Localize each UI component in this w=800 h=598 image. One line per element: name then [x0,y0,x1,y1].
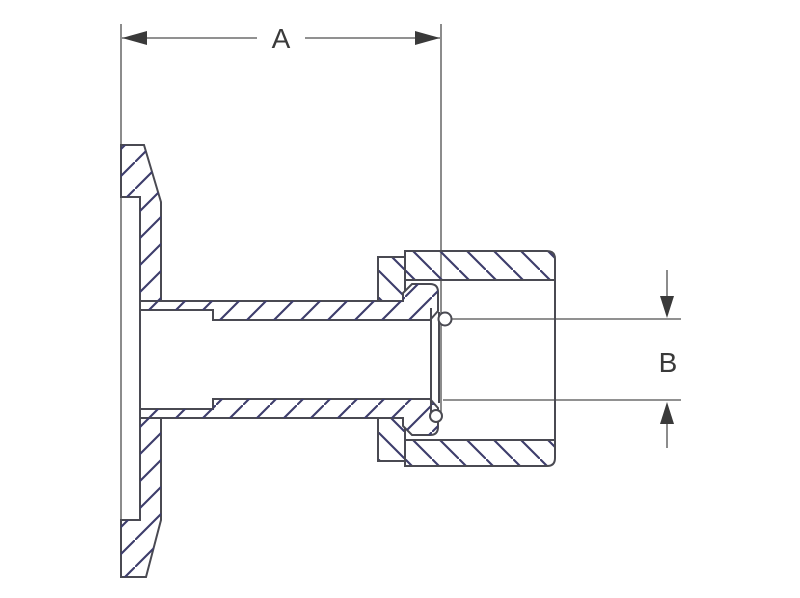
tube-bottom-wall-hatch [140,399,438,435]
dim-a-arrow-left [122,31,147,45]
socket-body-top-wall [404,250,556,281]
socket-body-cross-section [377,250,556,467]
dim-b-arrow-down [660,296,674,318]
socket-body-bottom-wall [404,439,556,467]
dim-a-arrow-right [415,31,440,45]
flange-cross-section [120,144,162,578]
dim-a-label: A [272,23,291,54]
tube-end-bead-bottom [429,409,443,423]
flange-top-rim-hatch [121,145,161,301]
dim-b-label: B [659,347,678,378]
dimension-b: B [659,270,678,448]
tube-end-oring-top [437,311,453,327]
dim-b-arrow-up [660,402,674,424]
socket-body-top-shoulder [377,256,406,302]
dimension-extension-lines [120,24,681,577]
flange-bottom-rim-hatch [121,418,161,577]
socket-body-bottom-shoulder [377,417,406,462]
tube-cross-section [139,283,453,436]
tube-top-wall-hatch [140,284,438,320]
dimension-a: A [122,23,440,54]
